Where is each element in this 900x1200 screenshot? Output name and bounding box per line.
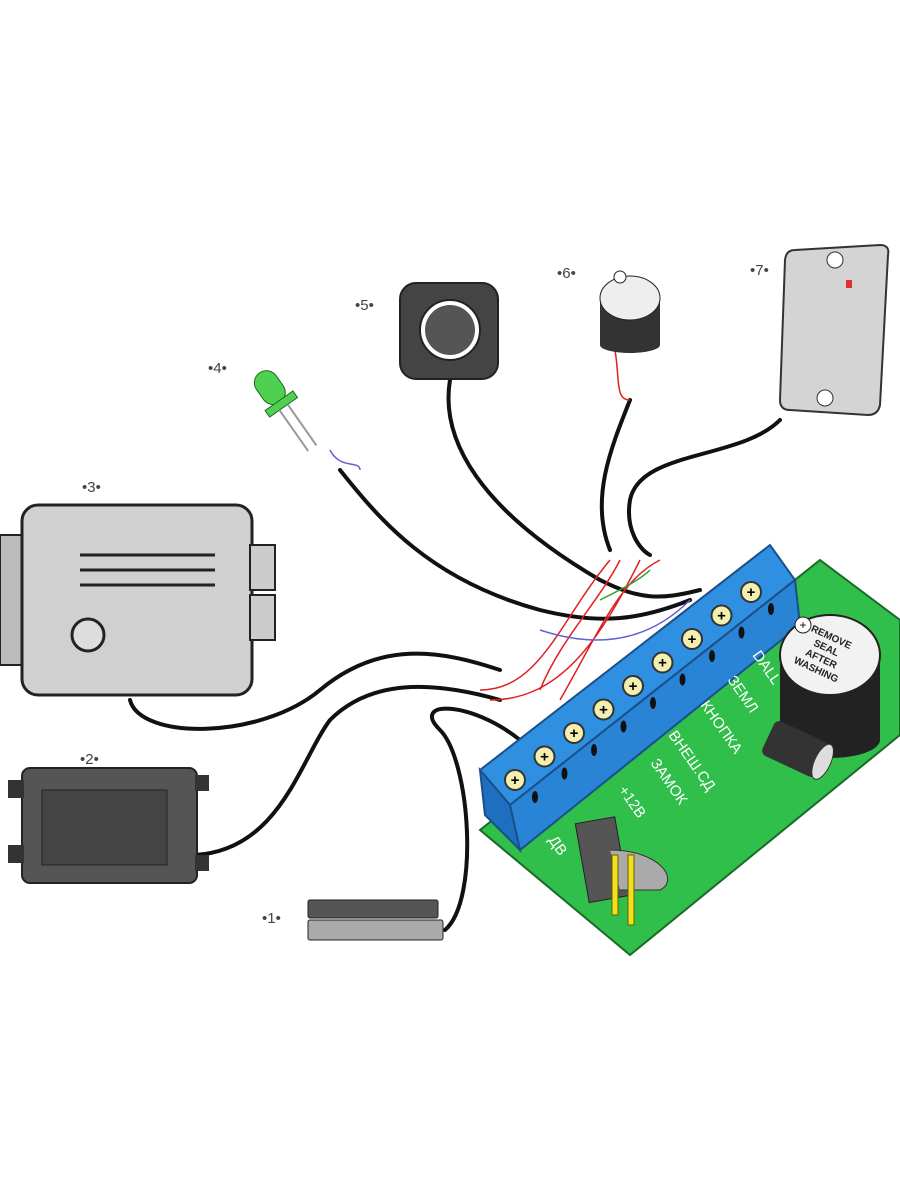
screw-cross-icon: + <box>688 631 697 648</box>
exit-button <box>399 282 499 380</box>
terminal-screw <box>563 722 585 744</box>
label-3: •3• <box>82 479 101 496</box>
terminal-block: + + + + + + + + + <box>478 543 802 854</box>
card-reader <box>778 243 890 417</box>
terminal-hole <box>738 626 745 639</box>
terminal-hole <box>709 650 715 662</box>
terminal-hole <box>561 767 568 780</box>
onboard-buzzer: + REMOVE SEAL AFTER WASHING <box>779 614 881 758</box>
wires <box>128 349 782 932</box>
plus-icon: + <box>799 618 806 632</box>
terminal-screw <box>622 675 644 697</box>
label-1: •1• <box>262 910 281 927</box>
screw-cross-icon: + <box>747 584 756 601</box>
terminal-screw <box>592 698 615 721</box>
electric-lock <box>0 503 276 697</box>
terminal-screw <box>710 604 733 627</box>
terminal-hole <box>620 720 627 733</box>
terminal-hole <box>679 673 686 686</box>
label-4: •4• <box>208 360 227 377</box>
screw-cross-icon: + <box>658 655 667 672</box>
terminal-screw <box>740 581 762 603</box>
terminal-screw <box>681 628 703 650</box>
screw-cross-icon: + <box>570 725 579 742</box>
terminal-screw <box>504 769 526 791</box>
terminal-hole <box>532 791 538 803</box>
terminal-hole <box>591 744 597 756</box>
label-6: •6• <box>557 265 576 282</box>
label-7: •7• <box>750 262 769 279</box>
screw-cross-icon: + <box>511 772 520 789</box>
terminal-screw <box>533 745 556 768</box>
external-buzzer <box>599 270 661 353</box>
reed-switch <box>307 899 444 941</box>
label-5: •5• <box>355 297 374 314</box>
controller-board: +++++++++ DALL ЗЕМЛ КНОПКА ВНЕШ.СД ЗАМОК… <box>478 543 900 957</box>
led-indicator <box>253 370 318 452</box>
screw-cross-icon: + <box>540 749 549 766</box>
label-2: •2• <box>80 751 99 768</box>
jumper-header <box>574 816 669 926</box>
power-supply <box>8 767 209 884</box>
screw-cross-icon: + <box>629 678 638 695</box>
screw-cross-icon: + <box>599 702 608 719</box>
terminal-screw <box>651 651 674 674</box>
terminal-hole <box>768 603 774 615</box>
screw-cross-icon: + <box>717 608 726 625</box>
terminal-hole <box>650 697 656 709</box>
capacitor <box>762 721 834 780</box>
